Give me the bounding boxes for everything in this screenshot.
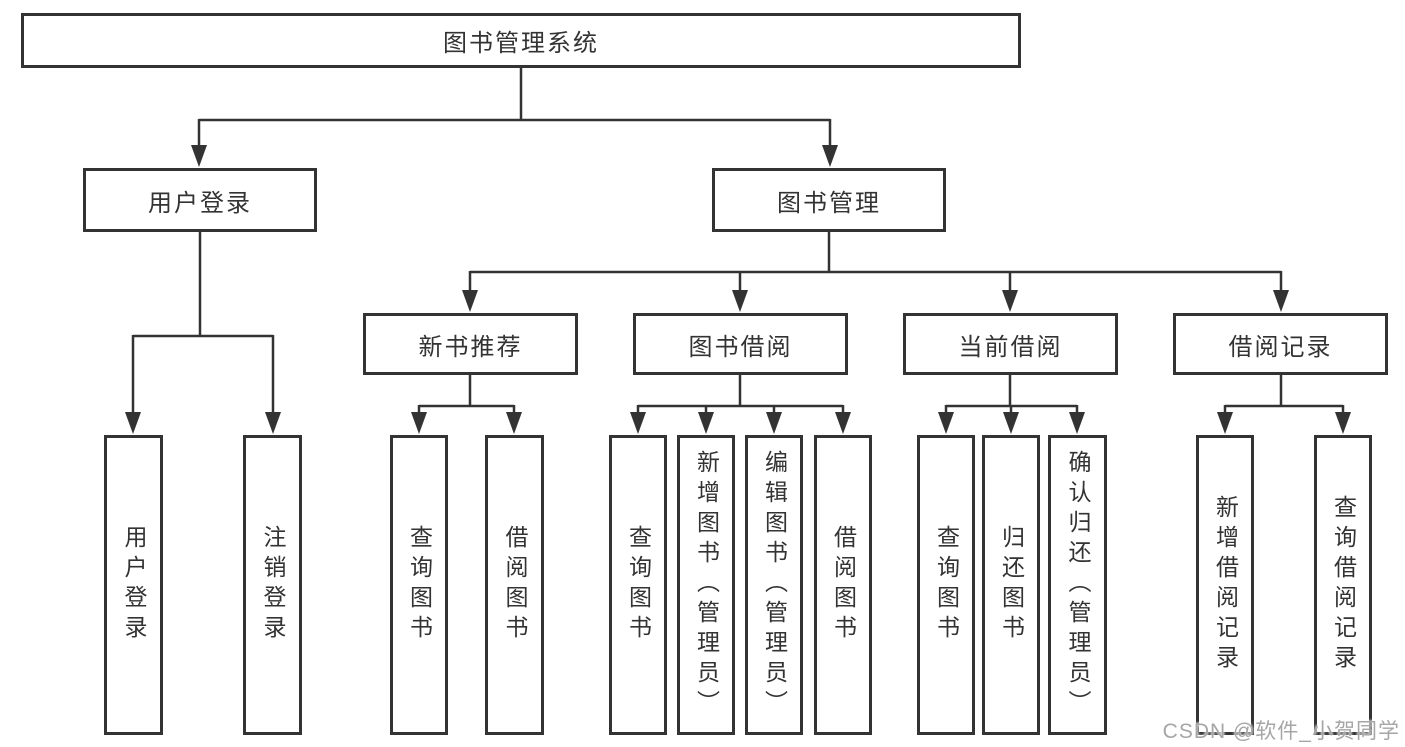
leaf-cb-return-books: 归还图书 xyxy=(982,435,1040,735)
node-book-management-label: 图书管理 xyxy=(777,189,881,217)
leaf-br-add-record: 新增借阅记录 xyxy=(1196,435,1254,735)
leaf-br-query-record: 查询借阅记录 xyxy=(1314,435,1372,735)
leaf-logout: 注销登录 xyxy=(243,435,302,735)
leaf-br-add-record-label: 新增借阅记录 xyxy=(1212,495,1239,675)
leaf-cb-confirm-return-admin: 确认归还（管理员） xyxy=(1048,435,1107,735)
leaf-logout-label: 注销登录 xyxy=(260,525,286,645)
leaf-cb-return-books-label: 归还图书 xyxy=(998,525,1025,645)
leaf-bb-borrow-books-label: 借阅图书 xyxy=(830,525,857,645)
node-user-login: 用户登录 xyxy=(83,168,317,232)
leaf-cb-confirm-return-admin-label: 确认归还（管理员） xyxy=(1065,450,1091,720)
watermark: CSDN @软件_小贺同学 xyxy=(1162,720,1400,743)
node-new-book-recommend: 新书推荐 xyxy=(363,313,578,375)
leaf-bb-add-books-admin: 新增图书（管理员） xyxy=(677,435,735,735)
node-current-borrow: 当前借阅 xyxy=(903,313,1118,375)
leaf-bb-add-books-admin-label: 新增图书（管理员） xyxy=(693,450,720,720)
leaf-nb-borrow-books-label: 借阅图书 xyxy=(502,525,528,645)
leaf-bb-borrow-books: 借阅图书 xyxy=(814,435,872,735)
node-borrow-record: 借阅记录 xyxy=(1173,313,1388,375)
node-root: 图书管理系统 xyxy=(21,13,1021,68)
leaf-cb-query-books-label: 查询图书 xyxy=(933,525,960,645)
leaf-bb-edit-books-admin: 编辑图书（管理员） xyxy=(745,435,803,735)
node-book-borrow: 图书借阅 xyxy=(633,313,848,375)
leaf-bb-query-books-label: 查询图书 xyxy=(625,525,652,645)
node-book-management: 图书管理 xyxy=(712,168,946,232)
node-root-label: 图书管理系统 xyxy=(443,30,599,57)
leaf-nb-borrow-books: 借阅图书 xyxy=(485,435,544,735)
leaf-bb-query-books: 查询图书 xyxy=(609,435,667,735)
leaf-nb-query-books: 查询图书 xyxy=(390,435,448,735)
leaf-br-query-record-label: 查询借阅记录 xyxy=(1330,495,1357,675)
leaf-user-login-label: 用户登录 xyxy=(121,525,147,645)
leaf-bb-edit-books-admin-label: 编辑图书（管理员） xyxy=(761,450,788,720)
leaf-user-login: 用户登录 xyxy=(104,435,163,735)
node-user-login-label: 用户登录 xyxy=(148,189,252,217)
leaf-cb-query-books: 查询图书 xyxy=(917,435,975,735)
node-book-borrow-label: 图书借阅 xyxy=(688,333,793,361)
leaf-nb-query-books-label: 查询图书 xyxy=(406,525,433,645)
node-borrow-record-label: 借阅记录 xyxy=(1228,333,1333,361)
node-new-book-recommend-label: 新书推荐 xyxy=(418,333,523,361)
node-current-borrow-label: 当前借阅 xyxy=(958,333,1063,361)
